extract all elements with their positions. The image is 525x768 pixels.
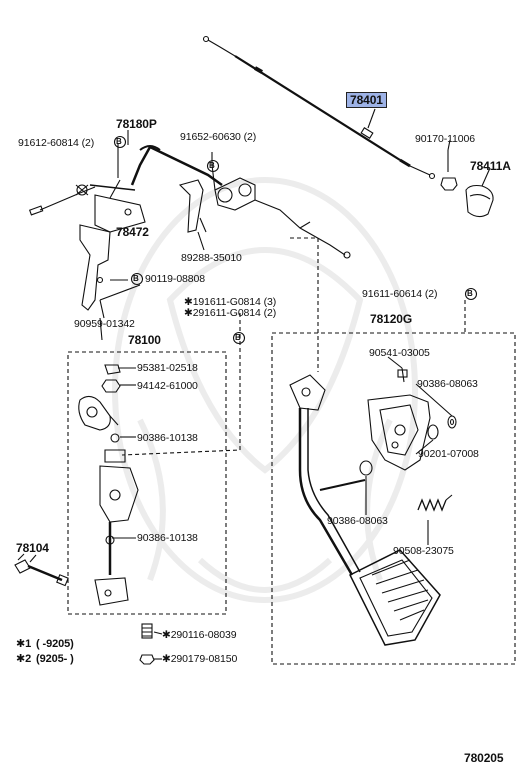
- legend-range-1: ( -9205): [36, 638, 74, 650]
- part-label-90508[interactable]: 90508-23075: [393, 545, 454, 557]
- bolt-symbol: B: [133, 274, 139, 283]
- assembly-box-78100: [67, 351, 227, 615]
- part-label-78100[interactable]: 78100: [128, 333, 161, 347]
- part-label-78104[interactable]: 78104: [16, 541, 49, 555]
- legend-key-1: ✱1: [16, 638, 32, 650]
- part-label-90959[interactable]: 90959-01342: [74, 318, 135, 330]
- part-label-78411a[interactable]: 78411A: [470, 159, 511, 173]
- legend-range-2: (9205- ): [36, 653, 74, 665]
- cable-leader: [290, 237, 319, 372]
- part-label-91611-60614[interactable]: 91611-60614 (2): [362, 288, 438, 300]
- part-label-91612[interactable]: 91612-60814 (2): [18, 137, 95, 149]
- spring-rod: [14, 553, 69, 587]
- part-label-90541[interactable]: 90541-03005: [369, 347, 430, 359]
- part-label-90119[interactable]: 90119-08808: [145, 273, 206, 285]
- part-label-90386-08063[interactable]: 90386-08063: [417, 378, 478, 390]
- part-label-91652[interactable]: 91652-60630 (2): [180, 131, 257, 143]
- leader-78401: [367, 108, 376, 129]
- throttle-link-rod: [28, 145, 223, 216]
- accelerator-cable: [202, 35, 436, 180]
- assembly-box-78120g: [271, 332, 516, 665]
- part-label-94142[interactable]: 94142-61000: [137, 380, 198, 392]
- bolt-symbol: B: [209, 161, 215, 170]
- part-label-95381[interactable]: 95381-02518: [137, 362, 198, 374]
- pedal-pad-knob: [465, 167, 494, 218]
- bolt-symbol: B: [467, 289, 473, 298]
- part-label-90170[interactable]: 90170-11006: [415, 133, 476, 145]
- link-bracket: [79, 194, 146, 319]
- legend-key-2: ✱2: [16, 653, 32, 665]
- part-label-90386-10138[interactable]: 90386-10138: [137, 532, 198, 544]
- bolt-symbol: B: [235, 333, 241, 342]
- part-label-78180p[interactable]: 78180P: [116, 117, 157, 131]
- part-label-90386-10138[interactable]: 90386-10138: [137, 432, 198, 444]
- part-label-89288[interactable]: 89288-35010: [181, 252, 242, 264]
- part-label-91611-g0814-2[interactable]: ✱291611-G0814 (2): [184, 307, 277, 319]
- part-label-91611-g0814-3[interactable]: ✱191611-G0814 (3): [184, 296, 277, 308]
- watermark-emblem: [112, 177, 418, 603]
- legend-bolts: [139, 623, 155, 665]
- leader-lines: [29, 130, 453, 660]
- pedal-assembly-78120g: [289, 367, 457, 646]
- part-label-78472[interactable]: 78472: [116, 225, 149, 239]
- bolt-symbol: B: [116, 137, 122, 146]
- part-label-90201[interactable]: 90201-07008: [418, 448, 479, 460]
- part-label-90386-08063[interactable]: 90386-08063: [327, 515, 388, 527]
- bellcrank: [178, 177, 351, 259]
- part-label-78120g[interactable]: 78120G: [370, 312, 413, 326]
- part-label-90179[interactable]: ✱290179-08150: [162, 653, 238, 665]
- figure-number: 780205: [464, 751, 504, 765]
- clip-part: [440, 150, 458, 191]
- part-label-90116[interactable]: ✱290116-08039: [162, 629, 237, 641]
- bolt-symbols: [113, 135, 478, 345]
- leader-91611: [121, 313, 241, 456]
- part-label-78401[interactable]: 78401: [346, 92, 387, 108]
- link-assembly-78100: [78, 364, 139, 606]
